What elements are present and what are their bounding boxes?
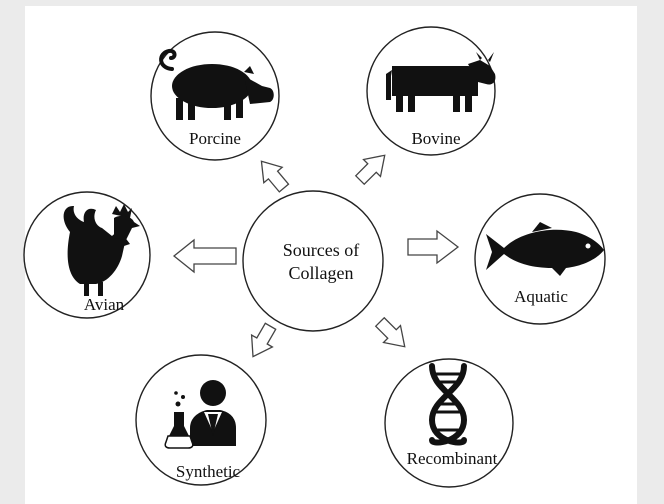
arrow-to-porcine (260, 160, 290, 193)
center-label-line1: Sources of (283, 240, 359, 260)
arrow-to-bovine (354, 154, 386, 186)
center-circle (242, 190, 384, 332)
arrow-to-synthetic (250, 322, 277, 358)
cow-icon (386, 52, 496, 112)
arrow-to-aquatic (407, 229, 460, 265)
porcine-label: Porcine (189, 129, 241, 148)
scientist-icon (164, 380, 236, 449)
synthetic-label: Synthetic (176, 462, 241, 481)
fish-icon (486, 222, 604, 276)
arrow-to-recombinant (374, 316, 406, 348)
pig-icon (159, 48, 274, 120)
avian-label: Avian (84, 295, 125, 314)
center-label-line2: Collagen (289, 263, 354, 283)
dna-icon (428, 363, 468, 446)
recombinant-circle (384, 358, 514, 488)
rooster-icon (63, 204, 140, 296)
aquatic-label: Aquatic (514, 287, 568, 306)
arrow-to-avian (172, 238, 237, 274)
recombinant-label: Recombinant (407, 449, 498, 468)
bovine-label: Bovine (411, 129, 460, 148)
